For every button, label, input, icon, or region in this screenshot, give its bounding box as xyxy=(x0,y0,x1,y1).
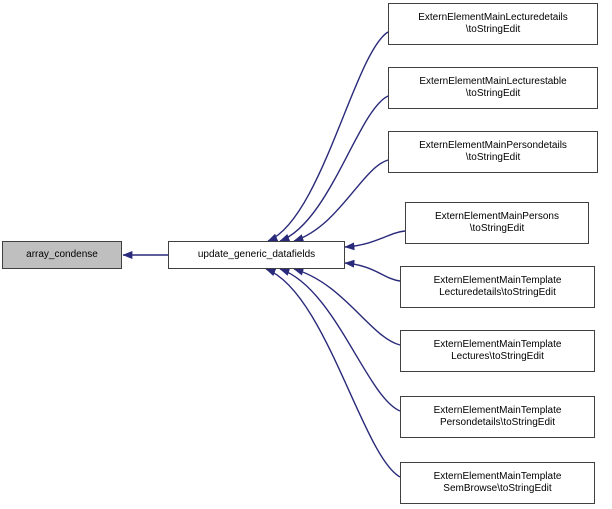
node-label: array_condense xyxy=(26,249,98,260)
node-label: ExternElementMainPersons \toStringEdit xyxy=(435,211,559,234)
node-extern-element-main-template-sembrowse[interactable]: ExternElementMainTemplate SemBrowse\toSt… xyxy=(400,462,595,504)
node-label: ExternElementMainPersondetails \toString… xyxy=(419,140,567,163)
node-extern-element-main-template-lectures[interactable]: ExternElementMainTemplate Lectures\toStr… xyxy=(400,330,595,372)
node-label: ExternElementMainTemplate Lectures\toStr… xyxy=(433,339,562,362)
node-extern-element-main-template-lecturedetails[interactable]: ExternElementMainTemplate Lecturedetails… xyxy=(400,266,595,308)
node-array-condense[interactable]: array_condense xyxy=(2,241,122,269)
graph-edge xyxy=(267,31,389,242)
graph-edge xyxy=(344,259,401,282)
node-update-generic-datafields[interactable]: update_generic_datafields xyxy=(168,241,345,269)
node-extern-element-main-persons[interactable]: ExternElementMainPersons \toStringEdit xyxy=(405,202,589,244)
node-label: ExternElementMainLecturestable \toString… xyxy=(419,76,567,99)
node-label: ExternElementMainTemplate Lecturedetails… xyxy=(433,275,562,298)
node-extern-element-main-template-persondetails[interactable]: ExternElementMainTemplate Persondetails\… xyxy=(400,396,595,438)
graph-edge xyxy=(344,230,406,251)
node-extern-element-main-lecturestable[interactable]: ExternElementMainLecturestable \toString… xyxy=(388,67,598,109)
edge-paths xyxy=(122,31,406,478)
node-extern-element-main-lecturedetails[interactable]: ExternElementMainLecturedetails \toStrin… xyxy=(388,3,598,45)
node-label: ExternElementMainTemplate Persondetails\… xyxy=(433,405,562,428)
node-label: update_generic_datafields xyxy=(197,249,316,260)
node-label: ExternElementMainTemplate SemBrowse\toSt… xyxy=(433,471,562,494)
graph-edge xyxy=(279,268,401,412)
node-label: ExternElementMainLecturedetails \toStrin… xyxy=(418,12,568,35)
graph-edge xyxy=(265,268,401,478)
node-extern-element-main-persondetails[interactable]: ExternElementMainPersondetails \toString… xyxy=(388,131,598,173)
graph-edge xyxy=(279,95,389,242)
graph-edge xyxy=(293,267,401,346)
graph-edge xyxy=(293,159,389,242)
